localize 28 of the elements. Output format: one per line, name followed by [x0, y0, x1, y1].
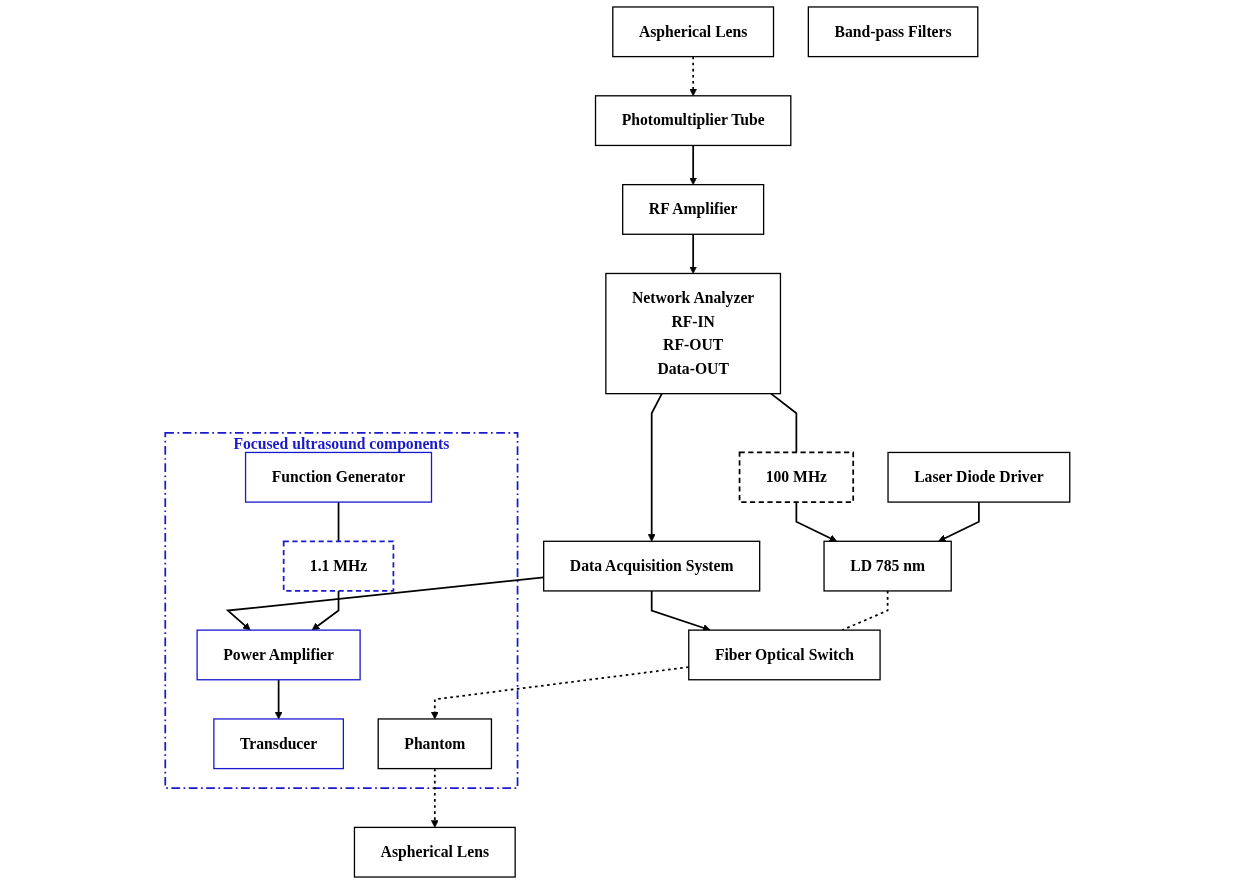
arrow [311, 590, 340, 631]
arrow [689, 144, 697, 185]
arrow [431, 767, 439, 828]
arrow [689, 233, 697, 274]
node-box: 100 MHz [738, 451, 855, 503]
node-box: Transducer [213, 718, 344, 770]
node-box: RF Amplifier [622, 184, 765, 235]
arrow [650, 590, 711, 632]
node-box: Aspherical Lens [353, 826, 516, 878]
node-box: Phantom [377, 718, 493, 770]
node-box: Fiber Optical Switch [688, 629, 881, 681]
node-box: 1.1 MHz [282, 540, 395, 592]
node-box: Power Amplifier [196, 629, 361, 681]
node-box: Aspherical Lens [612, 6, 775, 58]
node-box: LD 785 nm [823, 540, 952, 592]
connector [337, 501, 340, 543]
arrow [795, 501, 837, 542]
arrow [689, 55, 697, 97]
node-box: Band-pass Filters [807, 6, 979, 58]
node-box: Network Analyzer RF-IN RF-OUT Data-OUT [605, 272, 782, 395]
node-box: Photomultiplier Tube [594, 95, 792, 147]
node-box: Data Acquisition System [543, 540, 761, 592]
node-box: Function Generator [244, 451, 433, 503]
arrow [274, 678, 283, 720]
arrow [647, 392, 663, 542]
node-box: Laser Diode Driver [887, 451, 1071, 503]
arrow [938, 501, 980, 542]
connector [770, 392, 798, 454]
